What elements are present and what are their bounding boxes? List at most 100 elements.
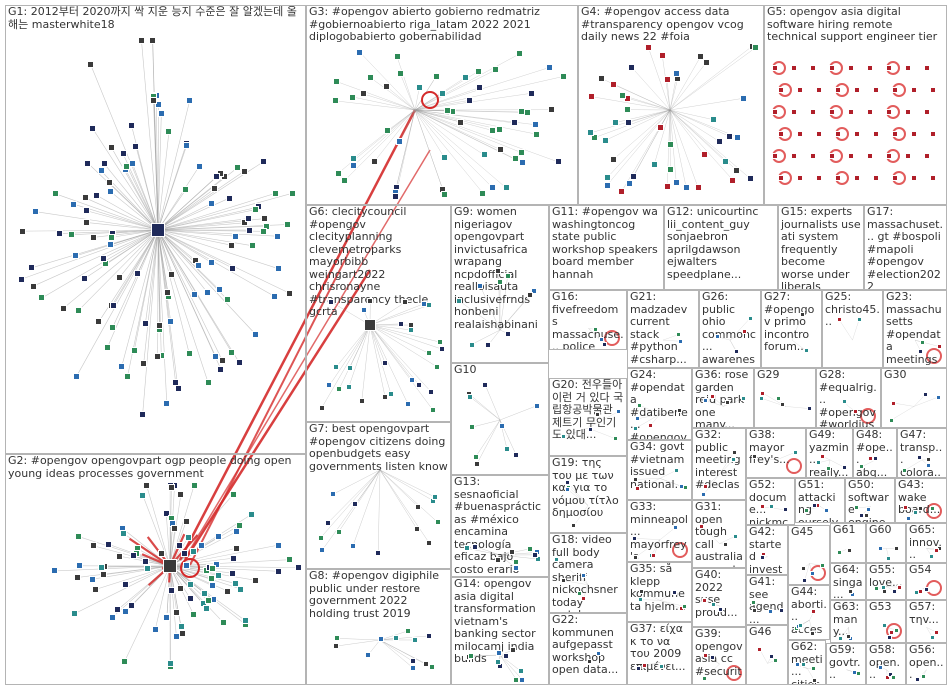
small-group-node[interactable] bbox=[518, 668, 524, 674]
g3-node[interactable] bbox=[444, 107, 451, 114]
small-group-node[interactable] bbox=[847, 548, 852, 553]
small-group-node[interactable] bbox=[742, 329, 747, 334]
g5-node[interactable] bbox=[905, 65, 911, 71]
small-group-node[interactable] bbox=[889, 418, 894, 423]
small-group-node[interactable] bbox=[513, 677, 519, 683]
small-group-node[interactable] bbox=[651, 553, 656, 558]
small-group-node[interactable] bbox=[635, 416, 640, 421]
g2-node[interactable] bbox=[185, 534, 192, 541]
g1-node[interactable] bbox=[186, 350, 193, 357]
small-group-node[interactable] bbox=[873, 456, 878, 461]
g6-node[interactable] bbox=[336, 386, 342, 392]
g3-node[interactable] bbox=[341, 177, 348, 184]
g5-node[interactable] bbox=[829, 65, 835, 71]
small-group-node[interactable] bbox=[854, 505, 859, 510]
small-group-node[interactable] bbox=[469, 342, 475, 348]
g2-node[interactable] bbox=[275, 542, 282, 549]
small-group-node[interactable] bbox=[929, 554, 934, 559]
group-g37[interactable]: G37: είχα κ το να του 2009 επιμένει... bbox=[627, 622, 692, 685]
g1-node[interactable] bbox=[87, 61, 94, 68]
g3-node[interactable] bbox=[397, 70, 404, 77]
g1-node[interactable] bbox=[246, 227, 253, 234]
group-g32[interactable]: G32: public meeting interest #declas... bbox=[692, 428, 746, 500]
group-g28[interactable]: G28: #equalrig... #opengov #worldjust... bbox=[816, 368, 881, 428]
g1-node[interactable] bbox=[186, 97, 193, 104]
g3-node[interactable] bbox=[350, 155, 357, 162]
g1-node[interactable] bbox=[271, 293, 278, 300]
small-group-node[interactable] bbox=[467, 394, 473, 400]
g2-hub-node[interactable] bbox=[163, 559, 177, 573]
small-group-node[interactable] bbox=[837, 550, 842, 555]
g2-node[interactable] bbox=[176, 542, 183, 549]
g1-node[interactable] bbox=[236, 359, 243, 366]
small-group-node[interactable] bbox=[565, 487, 570, 492]
g8-node[interactable] bbox=[429, 664, 435, 670]
g1-node[interactable] bbox=[131, 347, 138, 354]
g2-node[interactable] bbox=[168, 587, 175, 594]
small-group-node[interactable] bbox=[878, 546, 883, 551]
g1-node[interactable] bbox=[129, 160, 136, 167]
g3-node[interactable] bbox=[519, 159, 526, 166]
g4-node[interactable] bbox=[695, 184, 702, 191]
g6-node[interactable] bbox=[428, 389, 434, 395]
group-g26[interactable]: G26: public ohio commonc... awareness po… bbox=[699, 290, 761, 368]
g1-node[interactable] bbox=[138, 37, 145, 44]
small-group-node[interactable] bbox=[632, 536, 637, 541]
g4-node[interactable] bbox=[740, 95, 747, 102]
g4-node[interactable] bbox=[651, 161, 658, 168]
g1-node[interactable] bbox=[241, 168, 248, 175]
small-group-node[interactable] bbox=[795, 662, 800, 667]
g1-node[interactable] bbox=[150, 97, 157, 104]
group-g21[interactable]: G21: madzadev current stack #python #csh… bbox=[627, 290, 699, 368]
small-group-node[interactable] bbox=[635, 486, 640, 491]
g1-node[interactable] bbox=[275, 265, 282, 272]
small-group-node[interactable] bbox=[886, 556, 891, 561]
small-group-node[interactable] bbox=[859, 464, 864, 469]
g5-node[interactable] bbox=[848, 65, 854, 71]
g5-node[interactable] bbox=[797, 131, 803, 137]
small-group-node[interactable] bbox=[760, 504, 765, 509]
small-group-node[interactable] bbox=[599, 337, 604, 342]
g1-node[interactable] bbox=[90, 234, 97, 241]
g1-node[interactable] bbox=[95, 318, 102, 325]
g3-node[interactable] bbox=[394, 53, 401, 60]
g6-node[interactable] bbox=[405, 401, 411, 407]
g5-node[interactable] bbox=[873, 131, 879, 137]
small-group-node[interactable] bbox=[527, 546, 533, 552]
g3-node[interactable] bbox=[492, 66, 499, 73]
g2-node[interactable] bbox=[187, 595, 194, 602]
g1-node[interactable] bbox=[208, 200, 215, 207]
group-g11[interactable]: G11: #opengov wa washingtoncog state pub… bbox=[549, 205, 664, 290]
g5-node[interactable] bbox=[867, 65, 873, 71]
small-group-node[interactable] bbox=[759, 396, 764, 401]
g3-node[interactable] bbox=[555, 158, 562, 165]
g1-node[interactable] bbox=[286, 290, 293, 297]
small-group-node[interactable] bbox=[581, 596, 586, 601]
group-g22[interactable]: G22: kommunen aufgepasst workshop open d… bbox=[549, 613, 627, 685]
g1-node[interactable] bbox=[38, 294, 45, 301]
small-group-node[interactable] bbox=[820, 563, 825, 568]
small-group-node[interactable] bbox=[816, 460, 821, 465]
g5-node[interactable] bbox=[848, 153, 854, 159]
g5-node[interactable] bbox=[772, 65, 778, 71]
g2-node[interactable] bbox=[224, 588, 231, 595]
small-group-node[interactable] bbox=[882, 623, 887, 628]
g3-node[interactable] bbox=[433, 73, 440, 80]
g5-node[interactable] bbox=[778, 131, 784, 137]
small-group-node[interactable] bbox=[485, 342, 491, 348]
g3-node[interactable] bbox=[396, 138, 403, 145]
small-group-node[interactable] bbox=[846, 634, 851, 639]
small-group-node[interactable] bbox=[495, 557, 501, 563]
g5-node[interactable] bbox=[816, 87, 822, 93]
g1-node[interactable] bbox=[149, 37, 156, 44]
g2-node[interactable] bbox=[190, 548, 197, 555]
g5-node[interactable] bbox=[892, 131, 898, 137]
small-group-node[interactable] bbox=[807, 406, 812, 411]
g1-node[interactable] bbox=[98, 167, 105, 174]
g1-node[interactable] bbox=[101, 160, 108, 167]
g4-node[interactable] bbox=[602, 137, 609, 144]
g4-node[interactable] bbox=[729, 177, 736, 184]
g1-node[interactable] bbox=[217, 366, 224, 373]
small-group-node[interactable] bbox=[505, 273, 511, 279]
g2-node[interactable] bbox=[198, 542, 205, 549]
